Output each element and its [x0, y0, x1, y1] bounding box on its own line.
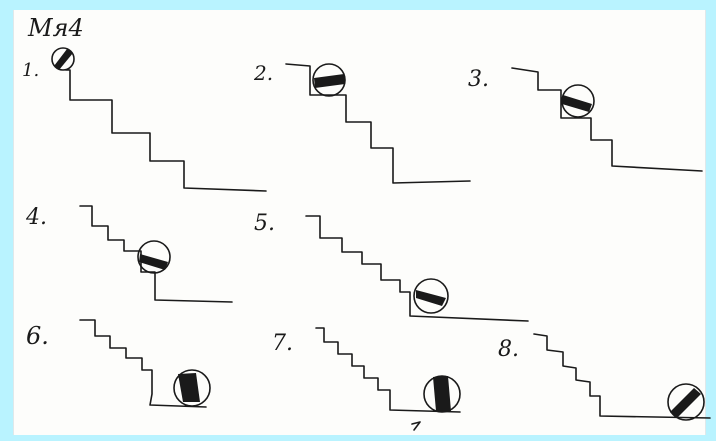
- sequence-frame-8: 8.: [498, 334, 710, 420]
- rolling-ball-icon: [562, 85, 594, 117]
- sequence-frame-4: 4.: [25, 205, 232, 302]
- rolling-ball-icon: [414, 279, 448, 313]
- sequence-frame-6: 6.: [26, 320, 210, 407]
- sequence-frame-3: 3.: [468, 67, 702, 171]
- sequence-frame-1: 1.: [22, 48, 266, 191]
- frame-number-1: 1.: [22, 60, 39, 81]
- frame-number-5: 5.: [254, 211, 275, 236]
- frame-number-3: 3.: [468, 67, 489, 92]
- sequence-frame-5: 5.: [254, 211, 528, 321]
- staircase-3: [512, 68, 702, 171]
- rolling-ball-icon: [424, 376, 460, 412]
- rolling-ball-icon: [174, 370, 210, 406]
- rolling-ball-icon: [52, 48, 74, 70]
- frame-number-8: 8.: [498, 337, 519, 362]
- frame-number-7: 7.: [272, 331, 293, 356]
- staircase-1: [66, 70, 266, 191]
- rolling-ball-icon: [313, 64, 345, 96]
- rolling-ball-icon: [668, 384, 704, 420]
- frame-number-4: 4.: [25, 205, 47, 230]
- stroke-mark: [412, 422, 420, 430]
- sketch-title: Мя4: [27, 14, 84, 42]
- rolling-ball-icon: [138, 241, 170, 273]
- sequence-frame-7: 7.: [272, 328, 460, 430]
- frame-number-6: 6.: [26, 322, 49, 350]
- frame-number-2: 2.: [253, 61, 273, 85]
- sequence-frame-2: 2.: [253, 61, 470, 183]
- staircase-4: [80, 206, 232, 302]
